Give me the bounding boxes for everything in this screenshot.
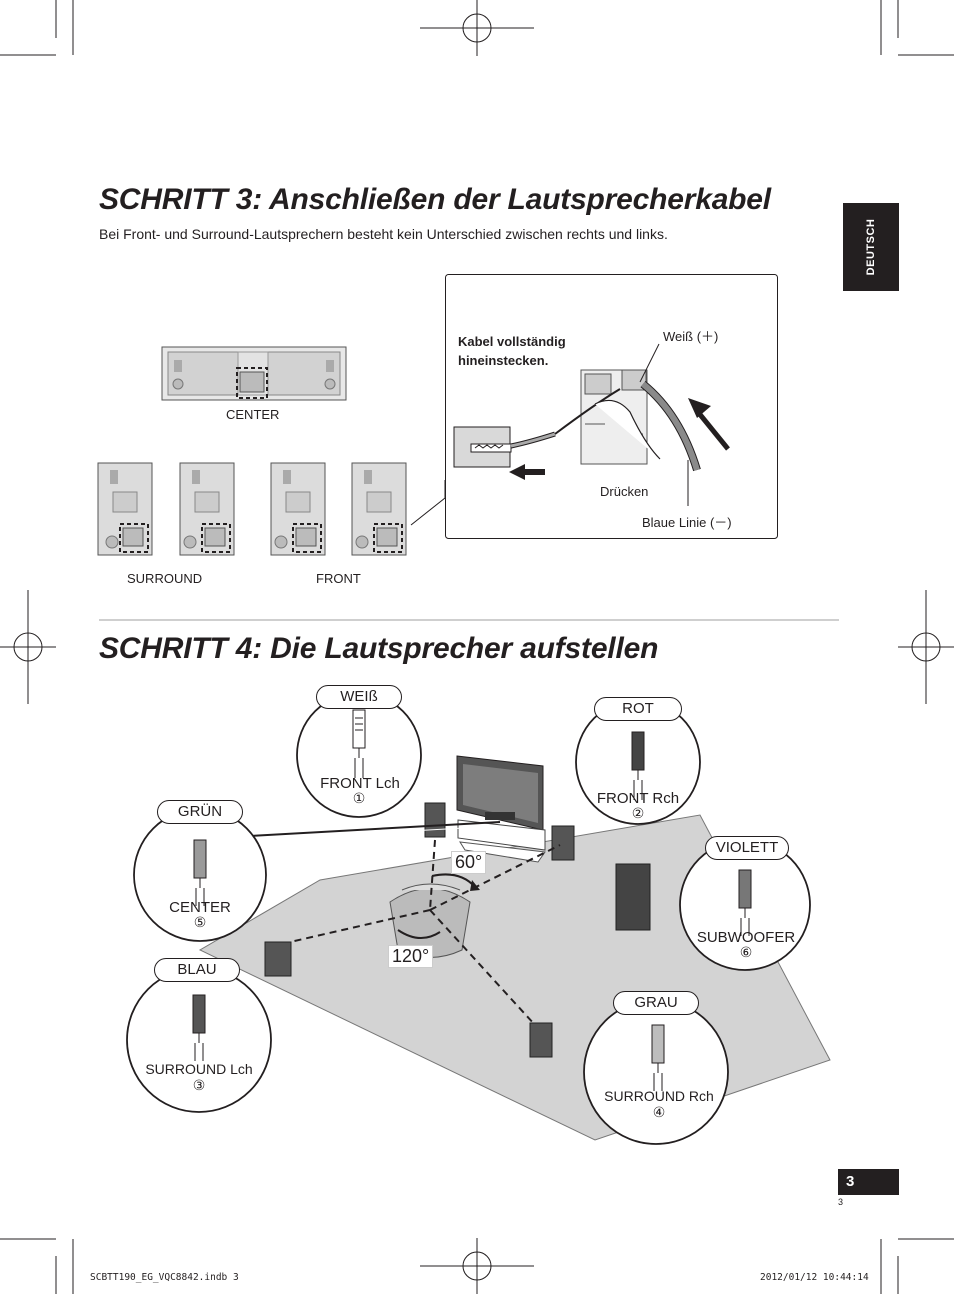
color-pill-green: GRÜN xyxy=(157,800,243,824)
white-plus-label: Weiß (＋) xyxy=(663,329,719,344)
front-lch-label: FRONT Lch xyxy=(320,775,400,792)
insert-instruction-line1: Kabel vollständig xyxy=(458,334,566,349)
front-right-speaker-icon xyxy=(551,825,575,861)
plug-icons xyxy=(192,709,752,1091)
front-label: FRONT xyxy=(316,571,361,586)
angle-60-label: 60° xyxy=(451,851,487,874)
center-speaker-back xyxy=(161,346,347,401)
color-pill-violet: VIOLETT xyxy=(705,836,789,860)
subwoofer-number: ⑥ xyxy=(739,944,753,960)
page-number: 3 xyxy=(846,1173,855,1190)
press-label: Drücken xyxy=(600,484,649,499)
surround-speaker-left xyxy=(97,462,153,556)
angle-120-label: 120° xyxy=(388,945,434,968)
insert-instruction-line2: hineinstecken. xyxy=(458,353,549,368)
surround-right-speaker-icon xyxy=(529,1022,553,1058)
page-number-box: 3 xyxy=(838,1169,899,1195)
step3-title: SCHRITT 3: Anschließen der Lautsprecherk… xyxy=(99,183,771,216)
color-pill-blue: BLAU xyxy=(154,958,240,982)
color-pill-white: WEIß xyxy=(316,685,402,709)
surround-lch-label: SURROUND Lch xyxy=(145,1061,253,1077)
blue-minus-label: Blaue Linie (－) xyxy=(642,515,732,530)
color-pill-grey: GRAU xyxy=(613,991,699,1015)
insert-instruction: Kabel vollständig hineinstecken. xyxy=(458,332,566,370)
section-divider xyxy=(99,619,839,621)
surround-speaker-right xyxy=(179,462,235,556)
front-rch-number: ② xyxy=(631,805,645,821)
front-left-speaker-icon xyxy=(424,802,446,838)
surround-left-speaker-icon xyxy=(264,941,292,977)
language-tab: DEUTSCH xyxy=(843,203,899,291)
language-tab-label: DEUTSCH xyxy=(865,218,877,276)
subwoofer-label: SUBWOOFER xyxy=(696,929,796,946)
speaker-terminals-illustration xyxy=(97,346,446,556)
footer-file: SCBTT190_EG_VQC8842.indb 3 xyxy=(90,1272,239,1283)
surround-rch-number: ④ xyxy=(652,1104,666,1120)
step4-title: SCHRITT 4: Die Lautsprecher aufstellen xyxy=(99,632,659,665)
front-rch-label: FRONT Rch xyxy=(596,790,680,807)
sofa-icon xyxy=(389,883,471,958)
center-lch-label: CENTER xyxy=(169,899,231,916)
front-speaker-left xyxy=(270,462,326,556)
footer-timestamp: 2012/01/12 10:44:14 xyxy=(760,1272,869,1283)
terminal-detail-box xyxy=(445,274,778,539)
surround-rch-label: SURROUND Rch xyxy=(604,1088,714,1104)
front-lch-number: ① xyxy=(352,790,366,806)
front-speaker-right xyxy=(351,462,407,556)
color-pill-red: ROT xyxy=(594,697,682,721)
center-label: CENTER xyxy=(226,407,280,422)
surround-label: SURROUND xyxy=(127,571,203,586)
connector-circles xyxy=(126,692,811,1145)
step3-subtitle: Bei Front- und Surround-Lautsprechern be… xyxy=(99,226,668,242)
subwoofer-icon xyxy=(615,863,651,931)
center-number: ⑤ xyxy=(193,914,207,930)
surround-lch-number: ③ xyxy=(192,1077,206,1093)
page-number-small: 3 xyxy=(838,1197,844,1207)
